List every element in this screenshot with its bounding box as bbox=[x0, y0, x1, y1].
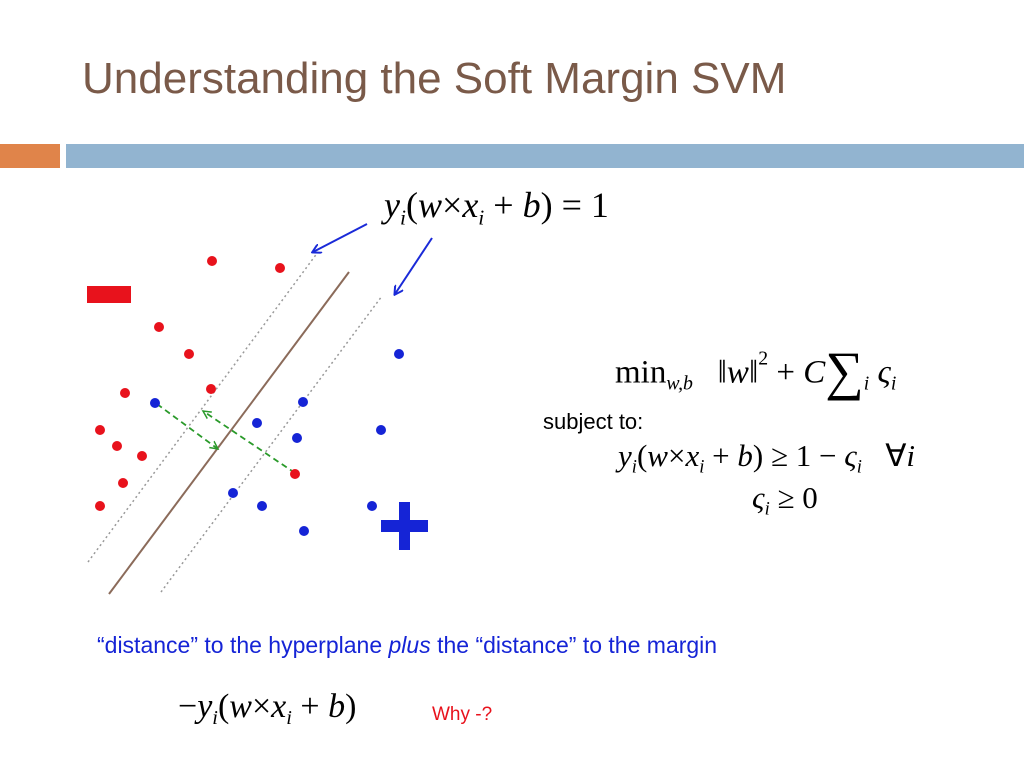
negative-point bbox=[207, 256, 217, 266]
margin-line-positive bbox=[160, 295, 383, 593]
objective-equation: minw,b ‖w‖2 + C∑i ςi bbox=[615, 341, 897, 401]
margin-line-negative bbox=[87, 251, 319, 563]
positive-point bbox=[367, 501, 377, 511]
positive-point bbox=[257, 501, 267, 511]
negative-point bbox=[290, 469, 300, 479]
callout-arrow-negative-margin bbox=[313, 223, 368, 252]
positive-point bbox=[298, 397, 308, 407]
positive-point bbox=[376, 425, 386, 435]
negative-points-group bbox=[95, 256, 300, 511]
negative-point bbox=[120, 388, 130, 398]
callout-arrow-positive-margin bbox=[395, 237, 433, 294]
negative-point bbox=[118, 478, 128, 488]
slack-expression: −yi(w×xi + b) bbox=[178, 688, 357, 730]
positive-point bbox=[228, 488, 238, 498]
hyperplane-line bbox=[108, 271, 350, 595]
constraint-equation-2: ςi ≥ 0 bbox=[752, 480, 818, 520]
slide-title: Understanding the Soft Margin SVM bbox=[82, 54, 787, 103]
accent-bar-orange bbox=[0, 144, 60, 168]
negative-point bbox=[154, 322, 164, 332]
distance-explanation: “distance” to the hyperplane plus the “d… bbox=[97, 632, 718, 658]
negative-point bbox=[275, 263, 285, 273]
positive-point bbox=[299, 526, 309, 536]
positive-point bbox=[252, 418, 262, 428]
positive-point bbox=[292, 433, 302, 443]
negative-point bbox=[95, 425, 105, 435]
slack-arrow-positive bbox=[203, 411, 296, 474]
positive-point bbox=[394, 349, 404, 359]
negative-point bbox=[112, 441, 122, 451]
negative-point bbox=[206, 384, 216, 394]
positive-points-group bbox=[150, 349, 404, 536]
minus-class-icon bbox=[87, 286, 131, 303]
negative-point bbox=[95, 501, 105, 511]
negative-point bbox=[184, 349, 194, 359]
negative-point bbox=[137, 451, 147, 461]
margin-equation: yi(w×xi + b) = 1 bbox=[384, 185, 609, 230]
plus-class-icon bbox=[381, 502, 428, 550]
why-question: Why -? bbox=[432, 704, 493, 725]
positive-point bbox=[150, 398, 160, 408]
slack-arrow-negative bbox=[156, 403, 218, 449]
subject-to-label: subject to: bbox=[543, 409, 644, 434]
accent-bar-blue bbox=[66, 144, 1024, 168]
constraint-equation-1: yi(w×xi + b) ≥ 1 − ςi ∀i bbox=[618, 438, 916, 478]
